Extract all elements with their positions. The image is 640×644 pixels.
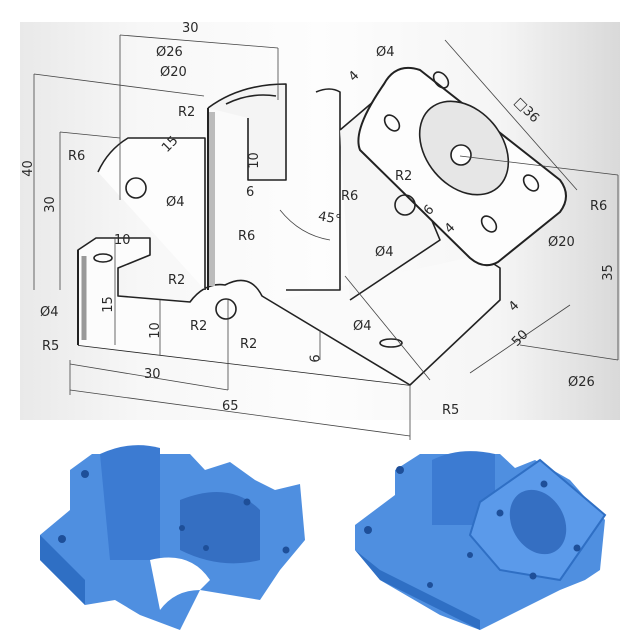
- dimension-step-15: 15: [100, 296, 116, 313]
- dimension-boss-r6: R6: [238, 229, 256, 244]
- dimension-slot-height-10: 10: [246, 152, 262, 169]
- dimension-height-35: 35: [600, 264, 616, 281]
- dimension-base-r2-left: R2: [168, 273, 186, 288]
- dimension-left-r6: R6: [68, 149, 86, 164]
- assembled-view-render: [355, 451, 607, 630]
- dimension-slot-width-6: 6: [246, 185, 255, 200]
- dimension-mid-hole-dia: Ø4: [375, 245, 394, 260]
- dimension-flange-r6: R6: [590, 199, 608, 214]
- dimension-inner-dia: Ø20: [160, 65, 187, 80]
- dimension-base-dia-26: Ø26: [568, 375, 595, 390]
- dimension-base-r2-right: R2: [240, 337, 258, 352]
- dimension-flange-hole-dia: Ø4: [376, 45, 395, 60]
- dimension-base-65: 65: [222, 399, 239, 414]
- dimension-bore-dia-20: Ø20: [548, 235, 575, 250]
- dimension-base-thk-6: 6: [308, 354, 324, 363]
- dimension-fillet-r2-top: R2: [178, 105, 196, 120]
- dimension-height-40: 40: [20, 160, 36, 177]
- dimension-angle-45: 45°: [316, 209, 343, 228]
- section-view-render: [40, 445, 305, 630]
- dimension-left-hole-dia: Ø4: [166, 195, 185, 210]
- dimension-left-hole-dia-2: Ø4: [40, 305, 59, 320]
- dimension-base-r5-left: R5: [42, 339, 60, 354]
- render-previews: [0, 440, 640, 640]
- dimension-boss-r2: R2: [190, 319, 208, 334]
- dimension-top-width: 30: [182, 21, 199, 36]
- dimension-mid-r2: R2: [395, 169, 413, 184]
- dimension-outer-dia: Ø26: [156, 45, 183, 60]
- dimension-base-hole-dia: Ø4: [353, 319, 372, 334]
- dimension-base-r5-right: R5: [442, 403, 460, 418]
- dimension-base-30: 30: [144, 367, 161, 382]
- dimension-mid-r6: R6: [341, 189, 359, 204]
- dimension-base-10: 10: [147, 322, 163, 339]
- dimension-height-30: 30: [42, 196, 58, 213]
- dimension-step-10: 10: [114, 233, 131, 248]
